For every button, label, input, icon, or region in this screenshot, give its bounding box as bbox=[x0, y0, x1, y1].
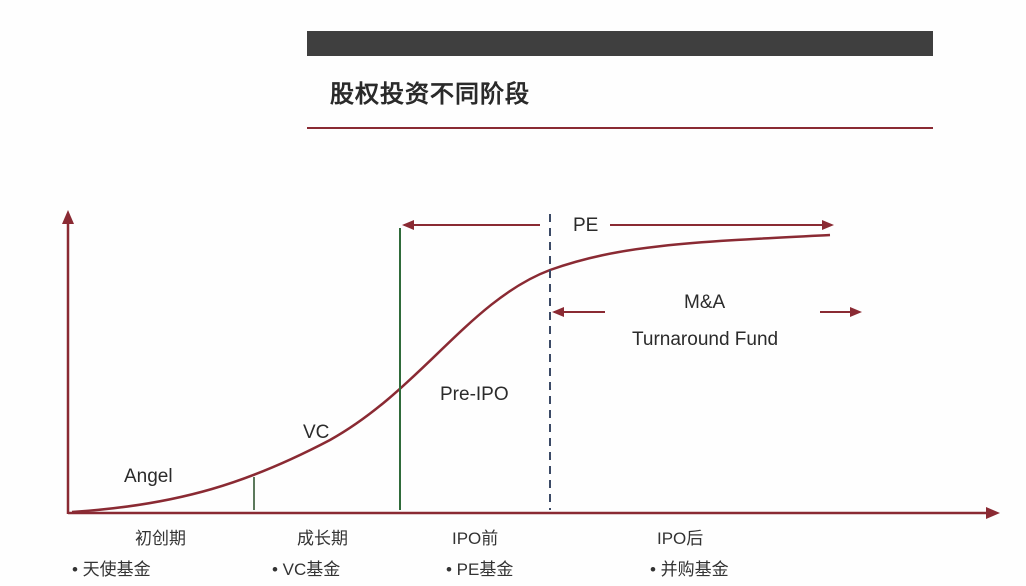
growth-curve bbox=[71, 233, 831, 514]
stage-label-vc: VC bbox=[303, 422, 330, 443]
fund-type-ma: • 并购基金 bbox=[650, 560, 729, 579]
fund-type-angel: • 天使基金 bbox=[72, 560, 151, 579]
stage-label-pre-ipo: Pre-IPO bbox=[440, 384, 509, 405]
phase-name-startup: 初创期 bbox=[135, 529, 186, 548]
ma-arrowhead-right bbox=[850, 307, 862, 317]
stage-label-ma: M&A bbox=[684, 292, 726, 313]
x-axis-arrowhead bbox=[986, 507, 1000, 519]
pe-arrowhead-right bbox=[822, 220, 834, 230]
fund-type-pe: • PE基金 bbox=[446, 560, 514, 579]
phase-name-pre-ipo: IPO前 bbox=[452, 529, 499, 548]
stage-label-turnaround: Turnaround Fund bbox=[632, 329, 779, 350]
title-underline bbox=[307, 127, 933, 129]
stage-label-angel: Angel bbox=[124, 466, 173, 487]
fund-type-vc: • VC基金 bbox=[272, 560, 341, 579]
diagram-title: 股权投资不同阶段 bbox=[330, 80, 530, 108]
title-bar bbox=[307, 31, 933, 56]
stage-label-pe: PE bbox=[573, 215, 599, 236]
ma-arrowhead-left bbox=[552, 307, 564, 317]
pe-arrowhead-left bbox=[402, 220, 414, 230]
y-axis-arrowhead bbox=[62, 210, 74, 224]
phase-name-growth: 成长期 bbox=[297, 529, 348, 548]
phase-name-post-ipo: IPO后 bbox=[657, 529, 704, 548]
